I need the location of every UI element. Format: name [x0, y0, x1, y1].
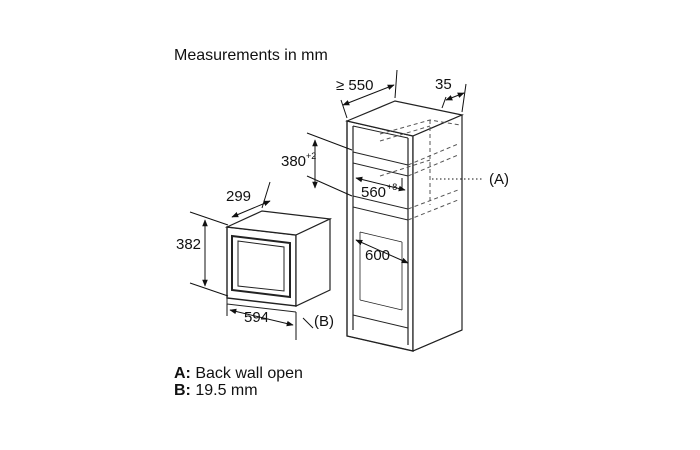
dim-appliance-height-label: 382 — [176, 236, 201, 253]
dim-cabinet-inner-depth — [355, 239, 409, 264]
legend-text-b: 19.5 mm — [190, 382, 258, 399]
dim-niche-width-tolerance: +8 — [387, 182, 397, 192]
dim-appliance-depth — [231, 181, 271, 218]
dim-cabinet-depth-label: ≥ 550 — [336, 77, 373, 94]
dim-niche-width-label: 560 — [361, 184, 386, 201]
dim-appliance-depth-label: 299 — [226, 188, 251, 205]
dim-niche-width — [355, 176, 406, 192]
back-wall-open-outline — [379, 119, 461, 221]
dim-back-gap-label: 35 — [435, 76, 452, 93]
dim-appliance-width-label: 594 — [244, 309, 269, 326]
legend-item-b: B: 19.5 mm — [174, 382, 258, 400]
dim-cabinet-inner-depth-label: 600 — [365, 247, 390, 264]
appliance-drawing — [224, 210, 333, 313]
dim-appliance-height — [189, 211, 229, 297]
dim-back-gap — [441, 83, 467, 113]
dim-niche-height-tolerance: +2 — [306, 151, 316, 161]
dim-niche-height — [306, 132, 353, 197]
legend-key-b: B: — [174, 382, 191, 399]
legend-item-a: A: Back wall open — [174, 365, 303, 383]
callout-a: (A) — [489, 171, 509, 188]
legend-text-a: Back wall open — [190, 365, 303, 382]
callout-b: (B) — [314, 313, 334, 330]
dim-appliance-width — [226, 304, 314, 340]
dim-cabinet-depth — [340, 69, 398, 119]
legend-key-a: A: — [174, 365, 191, 382]
diagram-title: Measurements in mm — [174, 47, 328, 64]
dim-niche-height-label: 380 — [281, 153, 306, 170]
cabinet-drawing — [345, 100, 464, 352]
